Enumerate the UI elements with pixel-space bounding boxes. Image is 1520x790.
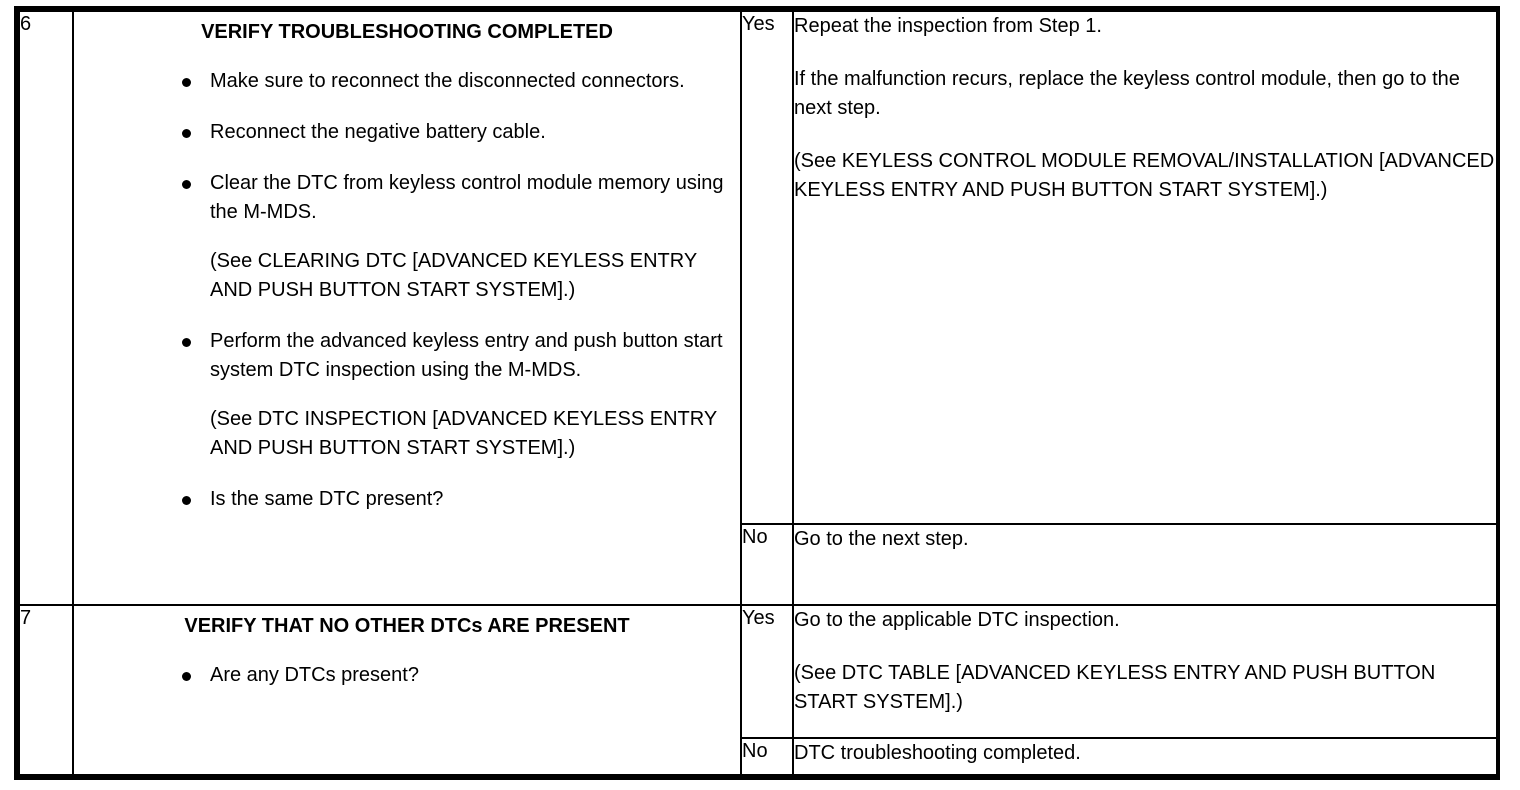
result-paragraph: If the malfunction recurs, replace the k… — [794, 68, 1460, 119]
step-number-cell-7: 7 — [18, 604, 74, 776]
bullet-dot-icon — [182, 672, 191, 682]
bullet-dot-icon — [182, 496, 191, 505]
bullet-text: Perform the advanced keyless entry and p… — [210, 330, 723, 381]
result-cell-yes-7: Go to the applicable DTC inspection. (Se… — [792, 604, 1498, 740]
result-cell-yes-6: Repeat the inspection from Step 1. If th… — [792, 10, 1498, 525]
action-cell-7: VERIFY THAT NO OTHER DTCs ARE PRESENT Ar… — [72, 604, 742, 776]
bullet-text: Make sure to reconnect the disconnected … — [210, 70, 685, 92]
action-title-7: VERIFY THAT NO OTHER DTCs ARE PRESENT — [184, 615, 630, 638]
result-paragraph: Go to the applicable DTC inspection. — [794, 609, 1120, 632]
action-cell-6: VERIFY TROUBLESHOOTING COMPLETED Make su… — [72, 9, 742, 607]
action-bullet-list-7: Are any DTCs present? — [74, 661, 740, 690]
result-paragraph: Go to the next step. — [794, 527, 969, 550]
result-cell-no-6: Go to the next step. — [792, 522, 1498, 607]
table-row-step-6-yes: 6 VERIFY TROUBLESHOOTING COMPLETED Make … — [18, 9, 1498, 607]
reference-note: (See CLEARING DTC [ADVANCED KEYLESS ENTR… — [210, 250, 697, 301]
answer-label-yes-6: Yes — [740, 10, 794, 525]
table-row-step-7-no: No DTC troubleshooting completed. — [19, 737, 1498, 776]
bullet-text: Reconnect the negative battery cable. — [210, 121, 546, 143]
answer-label-no-7: No — [740, 737, 794, 776]
result-paragraph: (See DTC TABLE [ADVANCED KEYLESS ENTRY A… — [794, 662, 1436, 714]
bullet-dot-icon — [182, 129, 191, 138]
bullet-text: Is the same DTC present? — [210, 488, 444, 510]
table-row-step-6-no: No Go to the next step. — [19, 522, 1498, 607]
result-paragraph: (See KEYLESS CONTROL MODULE REMOVAL/INST… — [794, 150, 1495, 201]
result-paragraph: Repeat the inspection from Step 1. — [794, 15, 1102, 37]
bullet-item: Make sure to reconnect the disconnected … — [74, 67, 740, 96]
bullet-dot-icon — [182, 338, 191, 347]
troubleshooting-table-sheet: 6 VERIFY TROUBLESHOOTING COMPLETED Make … — [14, 6, 1500, 780]
bullet-item: Is the same DTC present? — [74, 485, 740, 514]
bullet-text: Are any DTCs present? — [210, 664, 419, 687]
answer-label-yes-7: Yes — [740, 604, 794, 740]
bullet-dot-icon — [182, 78, 191, 87]
result-paragraph: DTC troubleshooting completed. — [794, 742, 1081, 765]
result-cell-no-7: DTC troubleshooting completed. — [792, 737, 1498, 776]
bullet-item: Reconnect the negative battery cable. — [74, 118, 740, 147]
action-title-6: VERIFY TROUBLESHOOTING COMPLETED — [201, 21, 613, 43]
action-bullet-list-6: Make sure to reconnect the disconnected … — [74, 67, 740, 514]
bullet-item: Perform the advanced keyless entry and p… — [74, 327, 740, 385]
bullet-item: Are any DTCs present? — [74, 661, 740, 690]
answer-label-no-6: No — [740, 522, 794, 607]
bullet-text: Clear the DTC from keyless control modul… — [210, 172, 724, 223]
step-number-cell-6: 6 — [18, 9, 74, 607]
bullet-dot-icon — [182, 180, 191, 189]
table-row-step-7-yes: 7 VERIFY THAT NO OTHER DTCs ARE PRESENT … — [18, 604, 1498, 776]
bullet-item: Clear the DTC from keyless control modul… — [74, 169, 740, 227]
dtc-troubleshooting-table: 6 VERIFY TROUBLESHOOTING COMPLETED Make … — [18, 9, 1498, 776]
reference-note: (See DTC INSPECTION [ADVANCED KEYLESS EN… — [210, 408, 717, 459]
